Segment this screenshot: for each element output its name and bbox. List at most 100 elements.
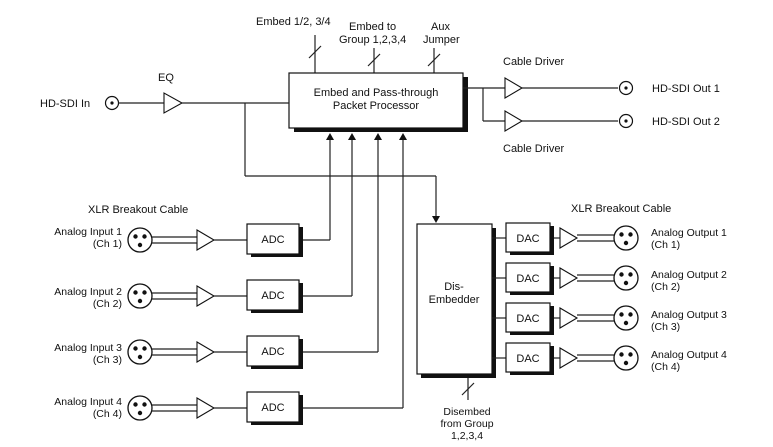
adc-1-label: ADC (261, 234, 284, 246)
analog-input-4-ch: (Ch 4) (93, 408, 122, 420)
analog-input-2-amplifier (196, 285, 216, 307)
cable-driver-top-label: Cable Driver (503, 56, 564, 68)
adc-1-block: ADC (246, 223, 303, 257)
analog-input-3-ch: (Ch 3) (93, 354, 122, 366)
disembed-control-line (461, 378, 475, 400)
hd-sdi-out-1-connector (618, 80, 634, 96)
adc-to-processor-wires (303, 133, 407, 409)
disembedder-block: Dis- Embedder (416, 223, 496, 378)
analog-output-4-wires (577, 354, 614, 362)
aux-label-line2: Jumper (423, 34, 460, 46)
analog-output-2-ch: (Ch 2) (651, 281, 680, 293)
adc-2-label: ADC (261, 290, 284, 302)
cable-driver-bottom-label: Cable Driver (503, 143, 564, 155)
analog-output-3-xlr-connector (613, 305, 639, 331)
left-xlr-title: XLR Breakout Cable (88, 204, 188, 216)
analog-output-2-label: Analog Output 2 (651, 269, 727, 281)
analog-input-4-label: Analog Input 4 (54, 396, 122, 408)
cable-driver-2 (504, 110, 524, 132)
analog-output-1-amplifier (559, 227, 579, 249)
disembedder-label-line2: Embedder (429, 294, 480, 306)
analog-input-2-wires (152, 292, 197, 300)
packet-processor-block: Embed and Pass-through Packet Processor (288, 72, 468, 132)
analog-output-2-wires (577, 274, 614, 282)
analog-input-2-label: Analog Input 2 (54, 286, 122, 298)
analog-input-4-wires (152, 404, 197, 412)
analog-output-4-ch: (Ch 4) (651, 361, 680, 373)
analog-output-2-amplifier (559, 267, 579, 289)
analog-input-1-label: Analog Input 1 (54, 226, 122, 238)
hd-sdi-out-1-label: HD-SDI Out 1 (652, 83, 720, 95)
analog-input-4-amplifier (196, 397, 216, 419)
analog-input-2-xlr-connector (127, 283, 153, 309)
analog-output-chains: DAC DAC DAC DAC (492, 222, 639, 375)
dac-3-block: DAC (505, 302, 554, 335)
hd-sdi-in-connector (104, 95, 120, 111)
analog-output-1-ch: (Ch 1) (651, 239, 680, 251)
hd-sdi-out-2-label: HD-SDI Out 2 (652, 116, 720, 128)
adc-3-label: ADC (261, 346, 284, 358)
eq-amplifier (163, 92, 184, 114)
analog-output-1-label: Analog Output 1 (651, 227, 727, 239)
disembed-note-line2: from Group (440, 418, 493, 430)
adc-4-label: ADC (261, 402, 284, 414)
adc-3-block: ADC (246, 335, 303, 369)
aux-label-line1: Aux (431, 21, 450, 33)
analog-input-chains: ADC ADC ADC ADC (127, 223, 303, 425)
input-to-disembedder-wire (244, 103, 440, 223)
analog-output-row-1: Analog Output 1 (Ch 1) (651, 227, 727, 251)
cable-driver-1 (504, 77, 524, 99)
analog-output-2-xlr-connector (613, 265, 639, 291)
analog-output-3-label: Analog Output 3 (651, 309, 727, 321)
processor-label-line1: Embed and Pass-through (314, 87, 439, 99)
analog-input-3-xlr-connector (127, 339, 153, 365)
dac-2-block: DAC (505, 262, 554, 295)
processor-label-line2: Packet Processor (333, 100, 420, 112)
analog-input-row-3: Analog Input 3 (Ch 3) (54, 342, 122, 366)
analog-input-row-2: Analog Input 2 (Ch 2) (54, 286, 122, 310)
embed-to-label-line2: Group 1,2,3,4 (339, 34, 406, 46)
embed-label: Embed 1/2, 3/4 (256, 16, 331, 28)
analog-output-3-ch: (Ch 3) (651, 321, 680, 333)
analog-input-1-amplifier (196, 229, 216, 251)
analog-output-1-xlr-connector (613, 225, 639, 251)
control-bus-lines (308, 35, 441, 73)
adc-2-block: ADC (246, 279, 303, 313)
dac-1-block: DAC (505, 222, 554, 255)
analog-input-row-1: Analog Input 1 (Ch 1) (54, 226, 122, 250)
analog-input-2-ch: (Ch 2) (93, 298, 122, 310)
analog-output-4-label: Analog Output 4 (651, 349, 727, 361)
adc-4-block: ADC (246, 391, 303, 425)
analog-output-4-xlr-connector (613, 345, 639, 371)
disembedder-label-line1: Dis- (444, 281, 464, 293)
analog-input-3-wires (152, 348, 197, 356)
analog-output-4-amplifier (559, 347, 579, 369)
analog-output-row-4: Analog Output 4 (Ch 4) (651, 349, 727, 373)
dac-1-label: DAC (516, 233, 539, 245)
analog-input-1-wires (152, 236, 197, 244)
analog-output-3-amplifier (559, 307, 579, 329)
analog-output-row-3: Analog Output 3 (Ch 3) (651, 309, 727, 333)
dac-4-label: DAC (516, 353, 539, 365)
analog-output-1-wires (577, 234, 614, 242)
analog-input-1-xlr-connector (127, 227, 153, 253)
right-xlr-title: XLR Breakout Cable (571, 203, 671, 215)
dac-3-label: DAC (516, 313, 539, 325)
dac-4-block: DAC (505, 342, 554, 375)
analog-input-3-label: Analog Input 3 (54, 342, 122, 354)
dac-2-label: DAC (516, 273, 539, 285)
analog-output-3-wires (577, 314, 614, 322)
disembed-note-line3: 1,2,3,4 (451, 430, 483, 442)
hd-sdi-in-label: HD-SDI In (40, 98, 90, 110)
disembed-note-line1: Disembed (443, 406, 490, 418)
embed-to-label-line1: Embed to (349, 21, 396, 33)
analog-input-row-4: Analog Input 4 (Ch 4) (54, 396, 122, 420)
hd-sdi-out-2-connector (618, 113, 634, 129)
eq-label: EQ (158, 72, 174, 84)
analog-input-4-xlr-connector (127, 395, 153, 421)
analog-input-3-amplifier (196, 341, 216, 363)
output-wires (463, 87, 618, 122)
analog-input-1-ch: (Ch 1) (93, 238, 122, 250)
analog-output-row-2: Analog Output 2 (Ch 2) (651, 269, 727, 293)
